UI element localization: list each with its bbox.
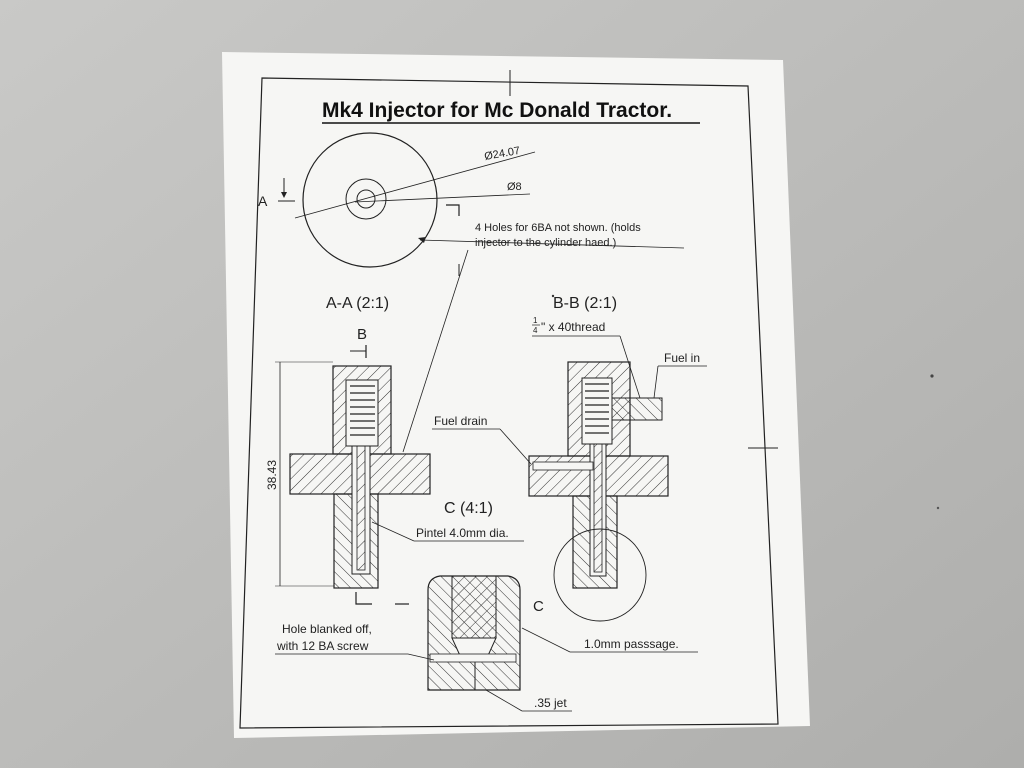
hole-blanked-line1: Hole blanked off, (282, 622, 372, 636)
detail-c-marker: C (533, 598, 544, 615)
section-aa-title: A-A (2:1) (326, 295, 389, 312)
holes-note-arrowhead (418, 237, 426, 243)
aa-spring-cavity (345, 379, 379, 447)
section-b-marker: B (357, 326, 367, 343)
bb-spring-cavity (581, 377, 613, 445)
holes-note-leader (419, 239, 685, 249)
section-bb-title: B-B (2:1) (553, 295, 617, 312)
section-corner-mark (446, 204, 460, 216)
top-view-inner-circle (356, 189, 376, 209)
thread-spec-label: " x 40thread (541, 320, 605, 334)
section-bb: B-B (2:1) 1 4 " x 40thread Fuel in Fuel … (432, 295, 707, 622)
bb-drain-passage (532, 461, 594, 471)
jet-leader-2 (485, 689, 523, 712)
aa-corner-mark (355, 592, 372, 605)
fuel-in-leader-2 (653, 365, 659, 399)
hole-blanked-line2: with 12 BA screw (276, 639, 369, 653)
detail-c-circle (553, 528, 647, 622)
bb-fuel-inlet-boss (611, 397, 663, 421)
top-view: Ø24.07 Ø8 A 4 Holes for 6BA not shown. (… (258, 132, 685, 453)
detail-c-title: C (4:1) (444, 500, 493, 517)
top-view-middle-circle (345, 178, 387, 220)
section-aa: A-A (2:1) B 38.43 (265, 295, 431, 605)
speck (936, 506, 940, 510)
fuel-drain-label: Fuel drain (434, 414, 487, 428)
detail-c: C (4:1) Pintel 4.0mm dia. Hole blanked o… (275, 500, 698, 712)
section-a-marker: A (258, 193, 268, 209)
bb-spring (585, 383, 609, 434)
detail-c-pintle (451, 575, 497, 639)
bb-pintle (593, 443, 603, 573)
sheet-title: Mk4 Injector for Mc Donald Tractor. (322, 99, 672, 122)
top-view-outer-circle (302, 132, 438, 268)
aa-height-dim-label: 38.43 (265, 460, 279, 490)
aa-pintle (356, 445, 366, 571)
speck (551, 294, 555, 298)
fuel-drain-leader-2 (499, 428, 532, 465)
section-a-arrowhead (281, 192, 287, 198)
inner-diameter-label: Ø8 (507, 181, 522, 193)
dim-line-inner-diameter (354, 193, 531, 203)
passage-label: 1.0mm passsage. (584, 637, 679, 651)
hole-blanked-leader-2 (407, 653, 435, 661)
aa-spring (350, 385, 375, 436)
jet-label: .35 jet (534, 696, 567, 710)
thread-fraction-denominator: 4 (533, 326, 538, 335)
drawing-frame (239, 77, 779, 729)
speck (930, 374, 934, 378)
pintel-leader-2 (371, 521, 415, 542)
pintel-label: Pintel 4.0mm dia. (416, 526, 509, 540)
holes-note-leader-2 (402, 249, 469, 453)
holes-note-line2: injector to the cylinder haed.) (475, 237, 616, 249)
passage-leader-2 (521, 627, 571, 653)
thread-fraction-numerator: 1 (533, 316, 538, 325)
detail-c-passage (429, 653, 517, 663)
holes-note-line1: 4 Holes for 6BA not shown. (holds (475, 222, 641, 234)
fuel-in-label: Fuel in (664, 351, 700, 365)
dim-line-outer-diameter (294, 151, 536, 219)
